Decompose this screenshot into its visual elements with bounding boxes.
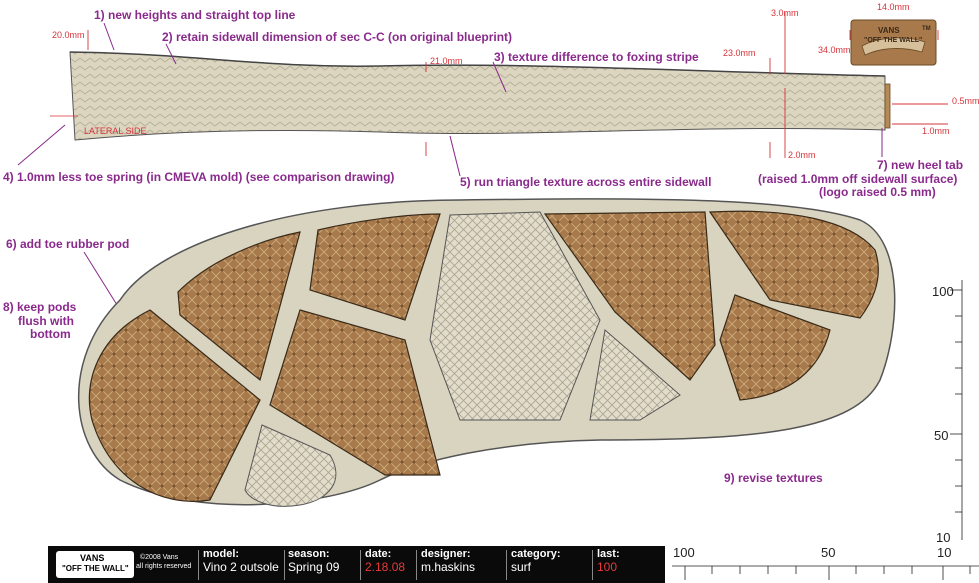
- last-label: last:: [597, 548, 620, 560]
- diamond-panel-2: [429, 211, 601, 421]
- dim-21mm: 21.0mm: [430, 56, 463, 66]
- pod-5: [543, 211, 716, 381]
- dim-3mm: 3.0mm: [771, 8, 799, 18]
- heel-tab-logo: [850, 19, 937, 66]
- vertical-ruler: [950, 280, 963, 540]
- note-7-line2: (raised 1.0mm off sidewall surface): [758, 172, 958, 186]
- toe-pod: [88, 309, 261, 502]
- category-value: surf: [511, 560, 532, 574]
- outsole-bottom: [78, 198, 896, 507]
- title-block: VANS "OFF THE WALL" ©2008 Vans all right…: [48, 546, 665, 583]
- dim-23mm: 23.0mm: [723, 48, 756, 58]
- designer-field: designer: m.haskins: [421, 548, 475, 574]
- note-3: 3) texture difference to foxing stripe: [494, 50, 699, 64]
- horizontal-ruler: [672, 565, 979, 580]
- note-7-line3: (logo raised 0.5 mm): [819, 185, 936, 199]
- model-field: model: Vino 2 outsole: [203, 548, 279, 574]
- last-value: 100: [597, 560, 618, 574]
- date-field: date: 2.18.08: [365, 548, 405, 574]
- dim-20mm: 20.0mm: [52, 30, 85, 40]
- note-6: 6) add toe rubber pod: [6, 237, 130, 251]
- dim-2mm: 2.0mm: [788, 150, 816, 160]
- date-label: date:: [365, 548, 392, 560]
- note-8-line2: flush with: [18, 314, 74, 328]
- category-label: category:: [511, 548, 561, 560]
- copyright-line1: ©2008 Vans: [140, 554, 179, 561]
- dim-1mm: 1.0mm: [922, 126, 950, 136]
- vans-logo: VANS "OFF THE WALL": [56, 551, 134, 578]
- dim-14mm: 14.0mm: [877, 2, 910, 12]
- vruler-10: 10: [936, 530, 951, 545]
- pod-7: [719, 294, 831, 401]
- note-1: 1) new heights and straight top line: [94, 8, 296, 22]
- vruler-100: 100: [932, 284, 954, 299]
- season-label: season:: [288, 548, 330, 560]
- vans-logo-bottom: "OFF THE WALL": [62, 564, 129, 573]
- note-8-line1: 8) keep pods: [3, 300, 77, 314]
- hruler-100: 100: [673, 545, 695, 560]
- model-label: model:: [203, 548, 240, 560]
- note-9: 9) revise textures: [724, 471, 823, 485]
- season-value: Spring 09: [288, 560, 340, 574]
- date-value: 2.18.08: [365, 560, 406, 574]
- heel-tab-tm: TM: [922, 26, 931, 32]
- pod-3: [309, 213, 441, 321]
- dimension-marks: [87, 12, 948, 158]
- category-field: category: surf: [511, 548, 561, 574]
- hruler-10: 10: [937, 545, 952, 560]
- season-field: season: Spring 09: [288, 548, 339, 574]
- dim-05mm: 0.5mm: [952, 96, 979, 106]
- designer-value: m.haskins: [421, 560, 476, 574]
- note-7-line1: 7) new heel tab: [877, 158, 964, 172]
- designer-label: designer:: [421, 548, 471, 560]
- dim-34mm: 34.0mm: [818, 45, 851, 55]
- pod-4: [269, 309, 441, 476]
- lateral-side-label: LATERAL SIDE: [84, 126, 147, 136]
- diamond-panel-3: [589, 329, 681, 421]
- note-8-line3: bottom: [30, 327, 71, 341]
- pod-2: [177, 231, 301, 382]
- hruler-50: 50: [821, 545, 836, 560]
- note-2: 2) retain sidewall dimension of sec C-C …: [162, 30, 513, 44]
- last-field: last: 100: [597, 548, 620, 574]
- vans-logo-top: VANS: [80, 553, 105, 563]
- note-4: 4) 1.0mm less toe spring (in CMEVA mold)…: [3, 170, 395, 184]
- note-5: 5) run triangle texture across entire si…: [460, 175, 712, 189]
- sidewall-profile: [50, 51, 891, 141]
- heel-tab-logo-bottom: "OFF THE WALL": [864, 37, 923, 44]
- diamond-panel-1: [244, 424, 337, 507]
- pod-6: [708, 210, 879, 319]
- heel-tab-logo-top: VANS: [878, 26, 900, 35]
- vruler-50: 50: [934, 428, 949, 443]
- model-value: Vino 2 outsole: [203, 560, 279, 574]
- copyright-line2: all rights reserved: [136, 563, 192, 570]
